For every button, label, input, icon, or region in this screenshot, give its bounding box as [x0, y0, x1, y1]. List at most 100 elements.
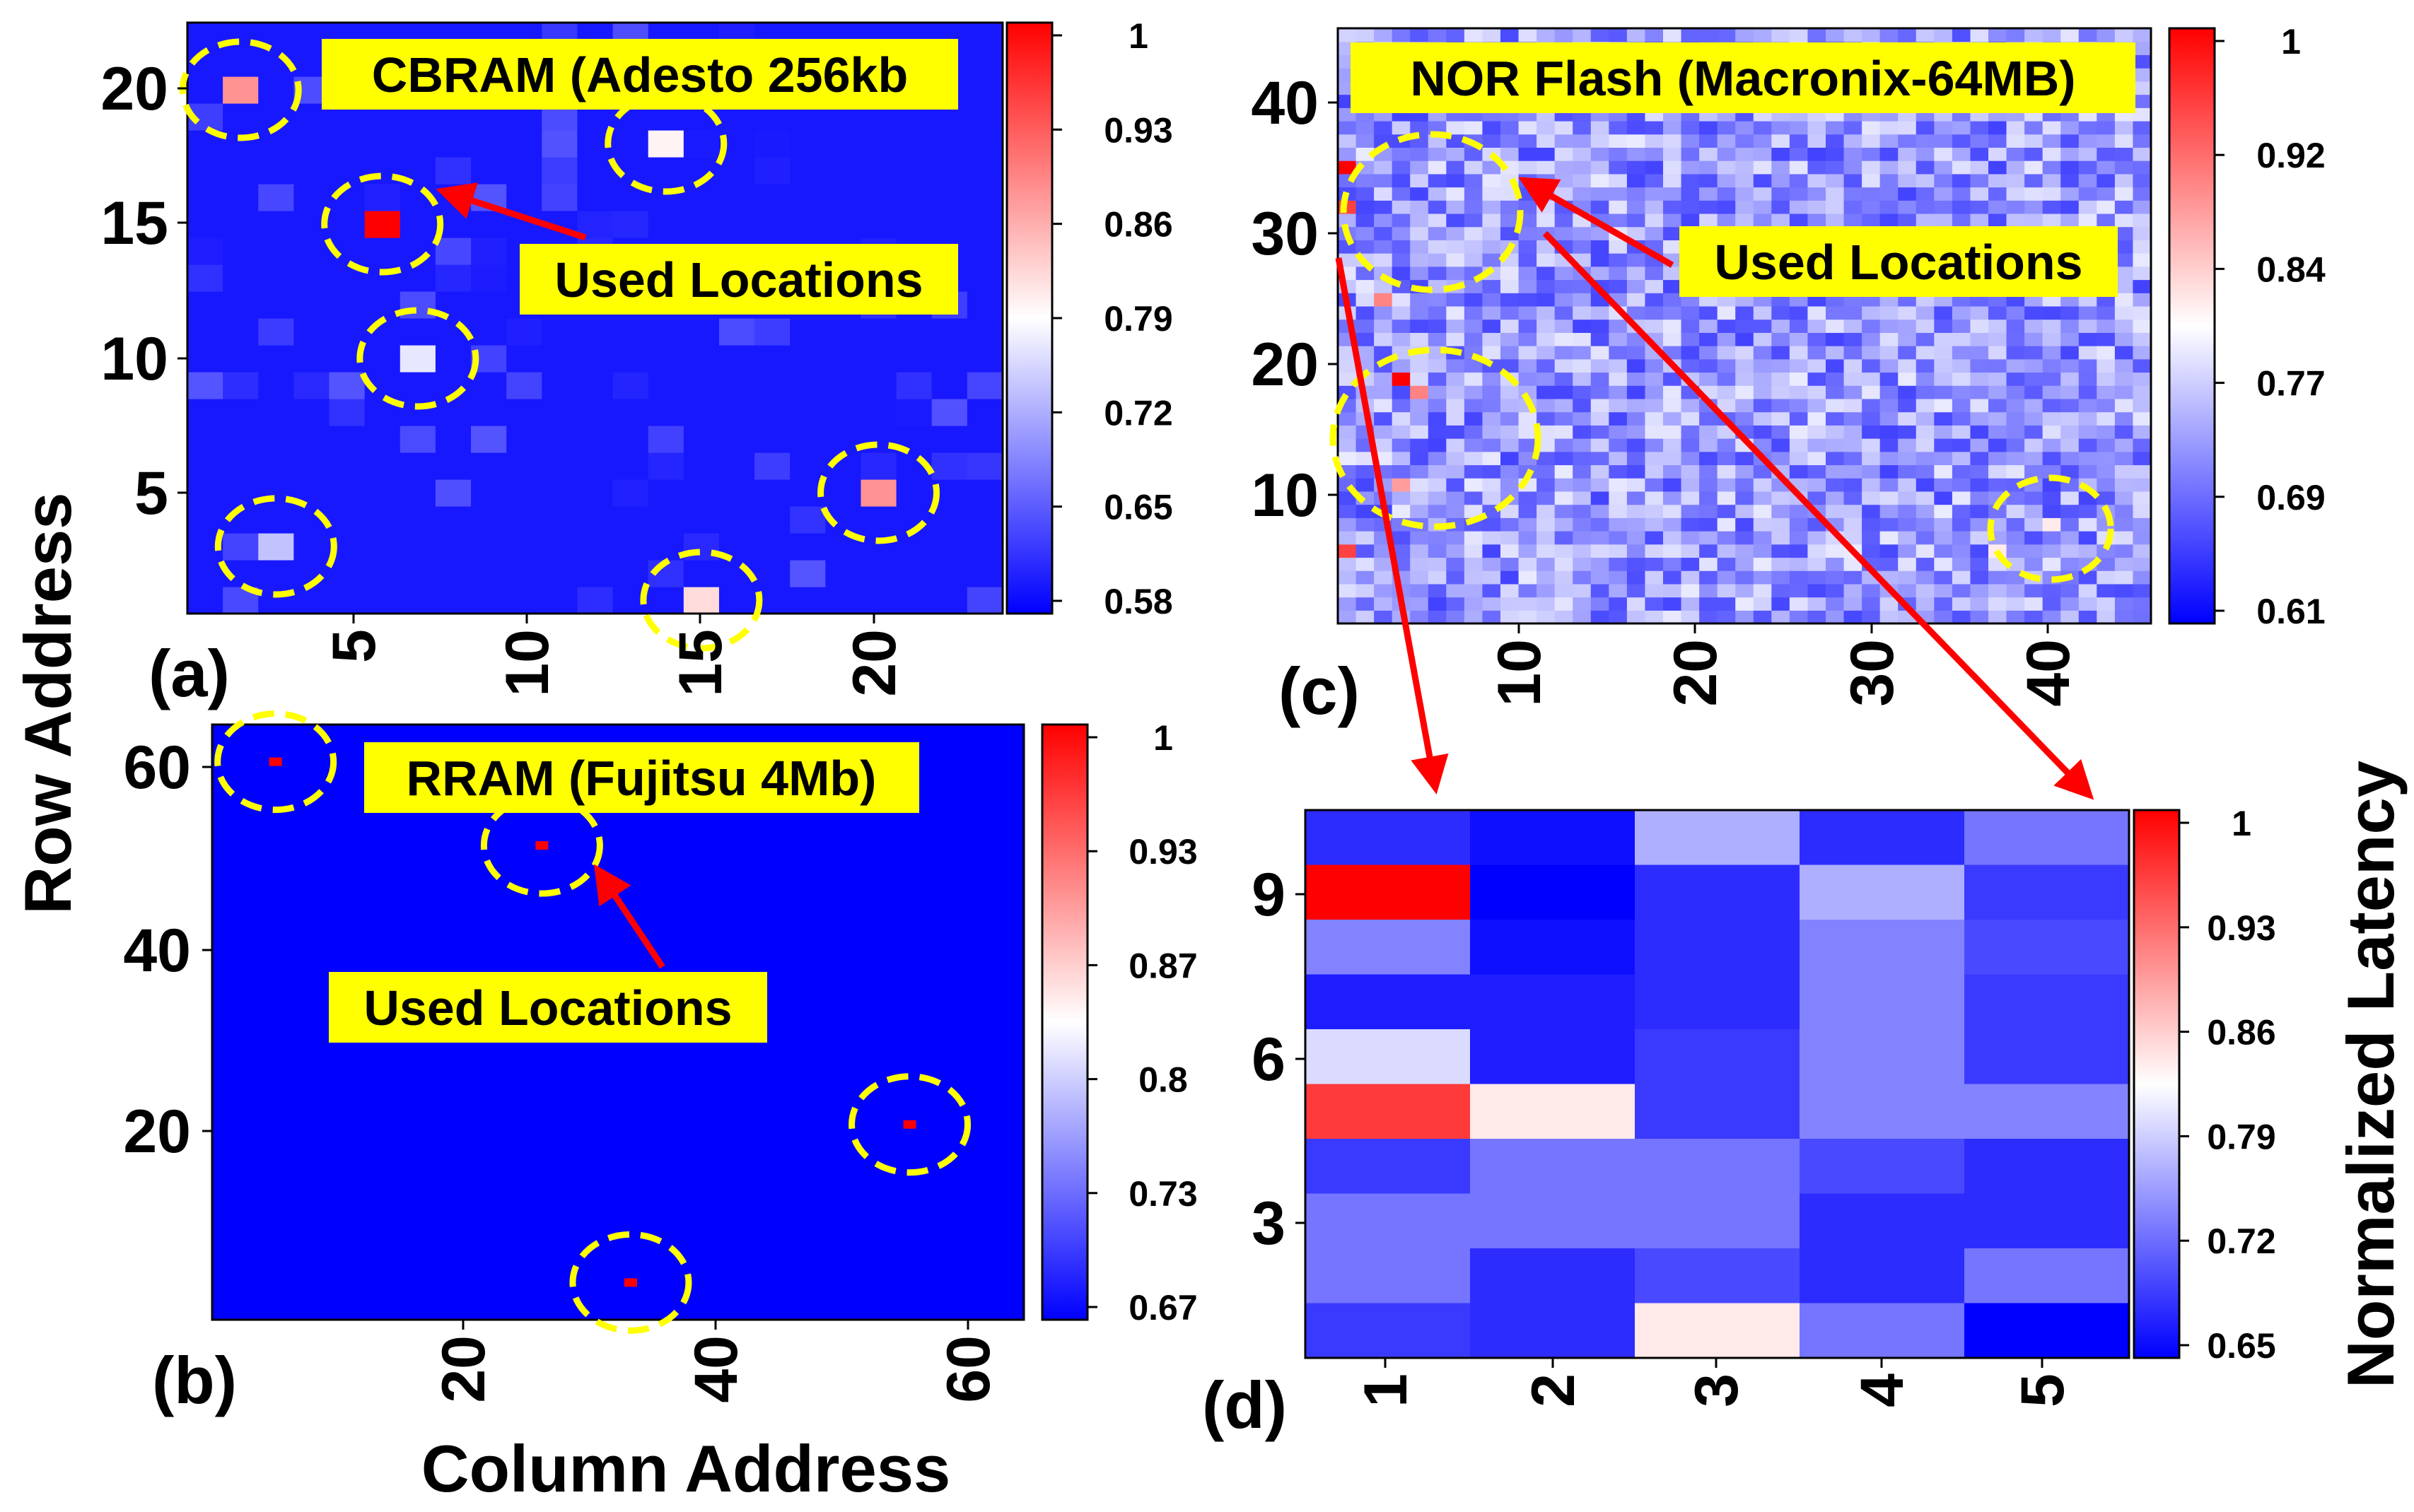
heatmap-cell — [1879, 385, 1899, 399]
heatmap-cell — [2078, 597, 2097, 611]
heatmap-cell — [1843, 557, 1862, 571]
heatmap-cell — [1338, 517, 1357, 532]
heatmap-cell — [1879, 398, 1899, 413]
heatmap-cell — [2097, 398, 2116, 413]
heatmap-cell — [1934, 517, 1953, 532]
heatmap-cell — [1826, 200, 1845, 214]
heatmap-cell — [577, 184, 614, 211]
heatmap-cell — [2042, 160, 2061, 175]
heatmap-cell — [1771, 346, 1790, 360]
heatmap-cell — [1934, 200, 1953, 214]
heatmap-cell — [1609, 213, 1628, 228]
heatmap-cell — [1645, 438, 1664, 452]
heatmap-cell — [400, 533, 436, 561]
heatmap-cell — [258, 560, 294, 587]
heatmap-cell — [1879, 332, 1899, 346]
heatmap-cell — [1374, 253, 1393, 267]
heatmap-cell — [790, 372, 826, 399]
heatmap-cell — [2024, 544, 2043, 558]
heatmap-cell — [1590, 464, 1609, 479]
heatmap-cell — [1500, 544, 1520, 558]
heatmap-cell — [648, 479, 684, 507]
heatmap-cell — [293, 318, 330, 346]
heatmap-cell — [1428, 200, 1447, 214]
heatmap-cell — [1771, 134, 1790, 148]
heatmap-cell — [471, 533, 507, 561]
heatmap-cell — [1573, 491, 1592, 505]
heatmap-cell — [1554, 358, 1573, 373]
heatmap-cell — [1879, 134, 1899, 148]
heatmap-cell — [1771, 305, 1790, 320]
colorbar-tick-label: 0.77 — [2256, 364, 2325, 404]
heatmap-cell — [1500, 120, 1520, 135]
heatmap-cell — [223, 157, 259, 184]
heatmap-cell — [1916, 517, 1935, 532]
heatmap-cell — [1826, 610, 1845, 624]
heatmap-cell — [435, 264, 472, 292]
heatmap-cell — [2060, 120, 2080, 135]
y-tick-label: 30 — [1251, 200, 1319, 268]
heatmap-cell — [1554, 293, 1573, 307]
heatmap-cell — [1862, 305, 1881, 320]
heatmap-cell — [683, 426, 720, 453]
heatmap-cell — [1663, 570, 1682, 585]
heatmap-cell — [1609, 173, 1628, 188]
heatmap-cell — [542, 452, 578, 480]
x-tick-label: 40 — [682, 1335, 750, 1403]
heatmap-cell — [1573, 570, 1592, 585]
heatmap-cell — [1970, 28, 1989, 42]
heatmap-cell — [1518, 332, 1537, 346]
heatmap-cell — [577, 399, 614, 426]
heatmap-cell — [2133, 544, 2152, 558]
heatmap-cell — [1807, 464, 1826, 479]
heatmap-cell — [223, 49, 259, 77]
heatmap-cell — [1826, 451, 1845, 466]
heatmap-cell — [1970, 147, 1989, 161]
heatmap-cell — [2078, 398, 2097, 413]
heatmap-cell — [1735, 213, 1754, 228]
heatmap-cell — [2042, 173, 2061, 188]
heatmap-cell — [2060, 464, 2080, 479]
heatmap-cell — [1771, 398, 1790, 413]
heatmap-cell — [1573, 28, 1592, 42]
heatmap-cell — [1626, 160, 1646, 175]
heatmap-cell — [1428, 491, 1447, 505]
heatmap-cell — [1735, 504, 1754, 518]
heatmap-cell — [1970, 305, 1989, 320]
heatmap-cell — [1753, 557, 1772, 571]
heatmap-cell — [1609, 358, 1628, 373]
heatmap-cell — [1916, 438, 1935, 452]
heatmap-cell — [1800, 1139, 1965, 1195]
heatmap-cell — [2114, 134, 2134, 148]
heatmap-cell — [1970, 346, 1989, 360]
heatmap-cell — [1554, 583, 1573, 598]
heatmap-cell — [861, 479, 897, 507]
heatmap-cell — [2024, 372, 2043, 386]
heatmap-cell — [718, 211, 755, 238]
heatmap-cell — [1428, 610, 1447, 624]
heatmap-cell — [1500, 504, 1520, 518]
heatmap-cell — [1988, 464, 2007, 479]
heatmap-cell — [1500, 438, 1520, 452]
heatmap-cell — [223, 291, 259, 319]
heatmap-cell — [1970, 173, 1989, 188]
heatmap-cell — [1753, 425, 1772, 439]
heatmap-cell — [1970, 570, 1989, 585]
heatmap-cell — [2024, 358, 2043, 373]
heatmap-cell — [2024, 120, 2043, 135]
heatmap-cell — [2133, 187, 2152, 201]
heatmap-cell — [364, 291, 401, 319]
heatmap-cell — [1681, 544, 1700, 558]
heatmap-cell — [1717, 438, 1736, 452]
heatmap-cell — [1771, 531, 1790, 545]
heatmap-cell — [1988, 504, 2007, 518]
heatmap-cell — [1843, 517, 1862, 532]
heatmap-cell — [1771, 187, 1790, 201]
heatmap-cell — [612, 506, 649, 534]
heatmap-cell — [967, 130, 1003, 158]
heatmap-cell — [1807, 531, 1826, 545]
heatmap-cell — [1800, 1084, 1965, 1139]
heatmap-cell — [1934, 385, 1953, 399]
heatmap-cell — [1428, 120, 1447, 135]
